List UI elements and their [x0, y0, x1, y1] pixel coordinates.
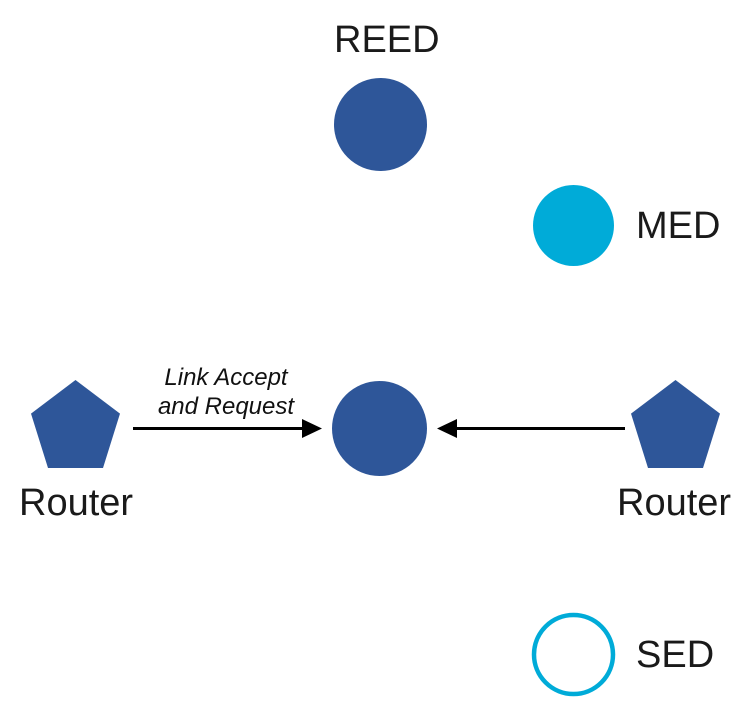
med-node-circle[interactable] [532, 184, 615, 267]
edge-arrow-left-to-center[interactable] [133, 413, 328, 444]
edge-label-line-2: and Request [157, 393, 295, 421]
edge-label-link-accept-and-request: Link Accept and Request [146, 363, 306, 422]
edge-label-line-1: Link Accept [164, 364, 288, 391]
reed-node-label: REED [334, 19, 440, 61]
reed-node-circle[interactable] [333, 77, 428, 172]
edge-arrow-right-to-center[interactable] [437, 413, 625, 444]
sed-node-label: SED [636, 634, 715, 676]
med-node-label: MED [636, 205, 721, 247]
router-left-pentagon[interactable] [31, 380, 120, 468]
router-left-label: Router [19, 482, 134, 524]
router-right-label: Router [617, 482, 732, 524]
center-device-node-circle[interactable] [331, 380, 428, 477]
sed-node-circle[interactable] [530, 611, 617, 698]
router-right-pentagon[interactable] [631, 380, 720, 468]
